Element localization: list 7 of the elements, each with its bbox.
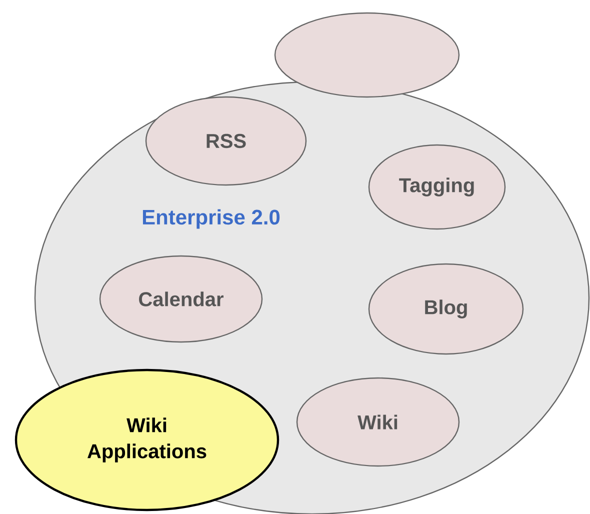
ellipse-bubble — [274, 12, 460, 98]
ellipse-bubble: Blog — [368, 263, 524, 355]
ellipse-bubble: RSS — [145, 96, 307, 186]
ellipse-bubble: Tagging — [368, 144, 506, 230]
ellipse-bubble: Wiki — [296, 377, 460, 467]
ellipse-bubble: Wiki Applications — [14, 368, 280, 512]
ellipse-bubble: Calendar — [99, 255, 263, 343]
